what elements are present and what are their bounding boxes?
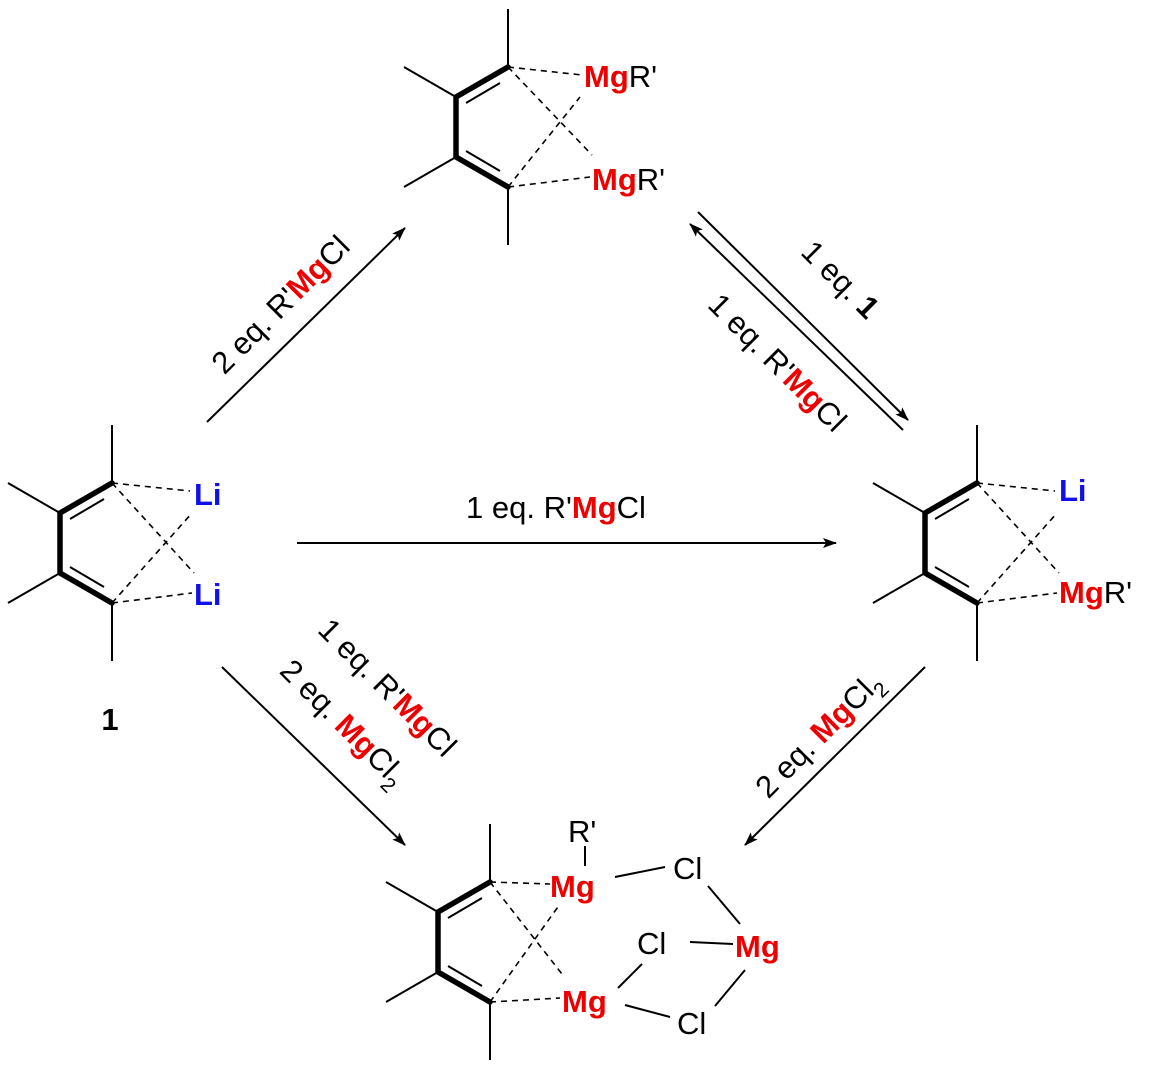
cl-label-1: Cl <box>673 851 702 886</box>
arrow-to-bottom-left <box>221 666 406 846</box>
cl-label-2: Cl <box>637 926 666 961</box>
diene-skeleton <box>8 425 112 661</box>
li-label-1: Li <box>194 477 222 512</box>
equilibrium-arrow-forward <box>697 211 909 421</box>
molecule-1-dilithium: Li Li 1 <box>8 425 222 737</box>
molecule-bottom-cluster: Mg R' Cl Mg Cl Mg Cl <box>386 814 780 1060</box>
molecule-top-bis-magnesium: MgR' MgR' <box>404 9 665 245</box>
reagent-to-top: 2 eq. R'MgCl <box>205 229 357 381</box>
arrow-to-bottom-right <box>744 666 926 846</box>
mg-label-2: Mg <box>562 984 607 1019</box>
mg-label-1: Mg <box>550 869 595 904</box>
mg-r-label-2: MgR' <box>592 162 665 197</box>
li-label: Li <box>1059 473 1087 508</box>
cl-label-3: Cl <box>677 1006 706 1041</box>
reagent-bottom-right: 2 eq. MgCl2 <box>748 664 893 809</box>
reagent-eq-back: 1 eq. 1 <box>795 234 887 326</box>
equilibrium-arrow-back <box>689 223 904 431</box>
molecule-right-li-mg: Li MgR' <box>873 425 1132 661</box>
reagent-horizontal: 1 eq. R'MgCl <box>466 490 646 525</box>
compound-label: 1 <box>101 702 118 737</box>
r-label: R' <box>568 814 596 849</box>
diene-skeleton <box>404 9 508 245</box>
diene-skeleton <box>873 425 977 661</box>
mg-label-3: Mg <box>735 929 780 964</box>
mg-r-label: MgR' <box>1059 575 1132 610</box>
arrow-to-top <box>206 227 406 423</box>
mg-r-label-1: MgR' <box>584 59 657 94</box>
li-label-2: Li <box>194 577 222 612</box>
diene-skeleton <box>386 824 490 1060</box>
